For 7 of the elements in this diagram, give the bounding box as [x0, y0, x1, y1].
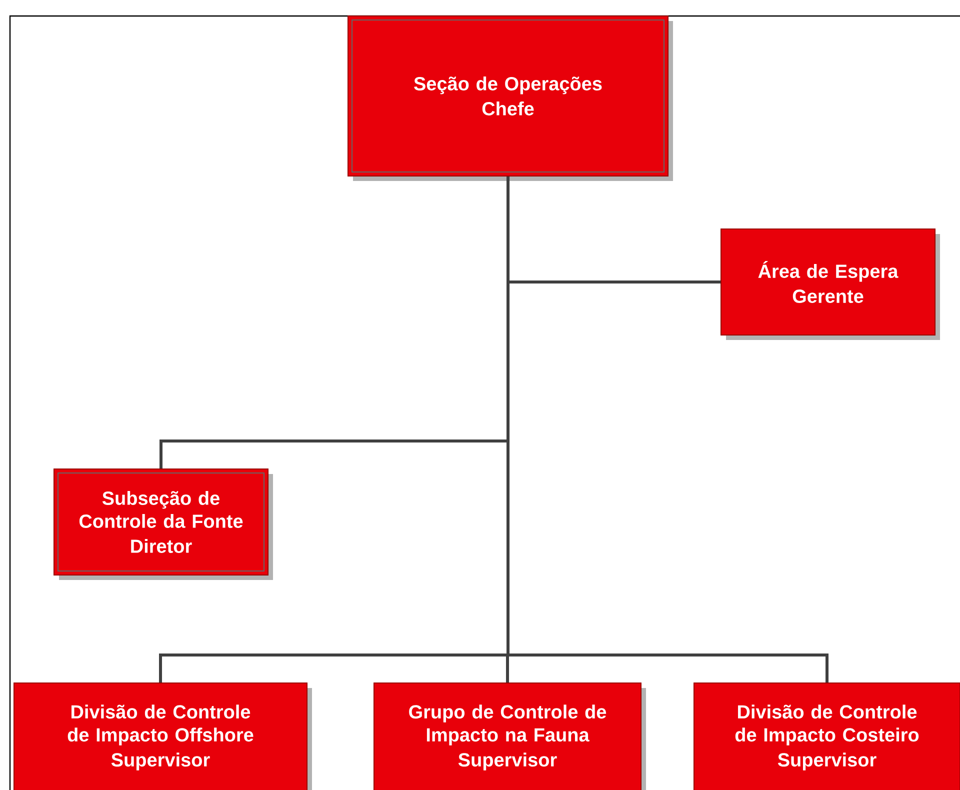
org-box: Divisão de Controle de Impacto Offshore Supervisor: [14, 682, 312, 790]
org-box: Divisão de Controle de Impacto Costeiro Supervisor: [694, 682, 960, 790]
org-box: Subseção de Controle da Fonte Diretor: [54, 468, 273, 580]
org-box: Grupo de Controle de Impacto na Fauna Supervisor: [374, 682, 646, 790]
connector-line: [506, 176, 829, 682]
org-box: Seção de Operações Chefe: [348, 16, 673, 181]
org-box: Área de Espera Gerente: [720, 228, 940, 340]
